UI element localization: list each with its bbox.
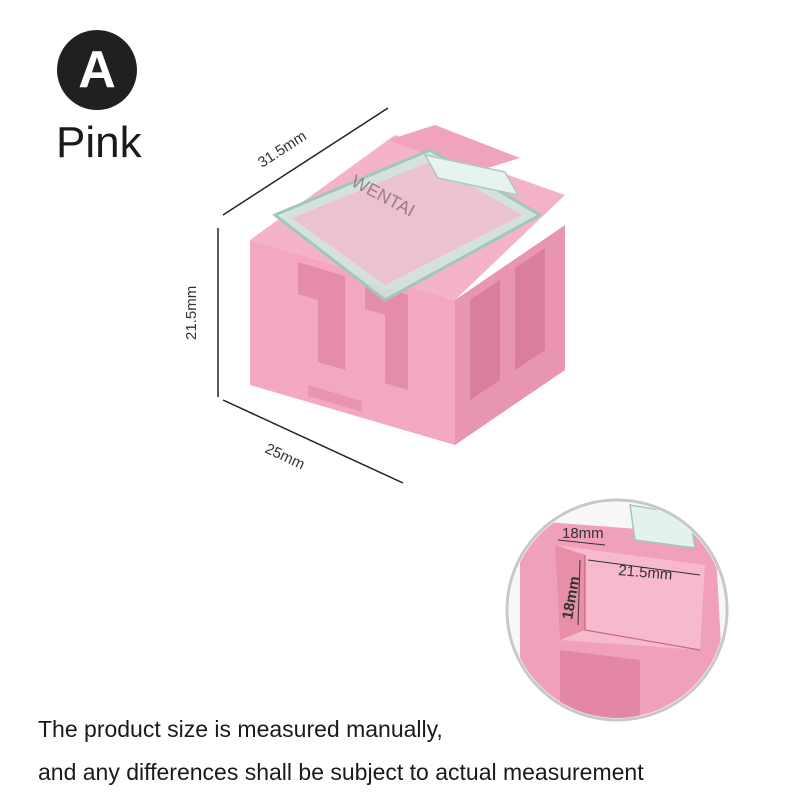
variant-letter: A [78, 41, 116, 99]
inset-cavity [555, 545, 705, 650]
dimension-lines [217, 107, 404, 484]
inset-front-slot [560, 650, 640, 718]
height-label: 21.5mm [183, 286, 200, 340]
color-name: Pink [56, 118, 142, 167]
front-slot-right [365, 282, 408, 390]
hinge-block [388, 125, 520, 172]
measurement-note-line2: and any differences shall be subject to … [38, 759, 644, 785]
lid-latch [423, 153, 520, 197]
width-label: 25mm [262, 440, 307, 473]
pink-storage-box: WENTAI [250, 125, 565, 445]
front-tab [308, 385, 362, 412]
inset-length-label: 21.5mm [618, 562, 673, 584]
interior-inset: 18mm 18mm 21.5mm [505, 498, 729, 722]
length-dimension-line [222, 107, 389, 216]
side-slot [470, 280, 500, 400]
inset-cavity-wall [555, 545, 585, 640]
measurement-note-line1: The product size is measured manually, [38, 716, 443, 742]
width-dimension-line [222, 399, 404, 484]
variant-badge: A [57, 30, 137, 110]
front-slot-left [298, 262, 345, 370]
lid-window [292, 162, 522, 285]
side-slot-2 [515, 248, 545, 370]
inset-depth-label: 18mm [562, 525, 604, 542]
